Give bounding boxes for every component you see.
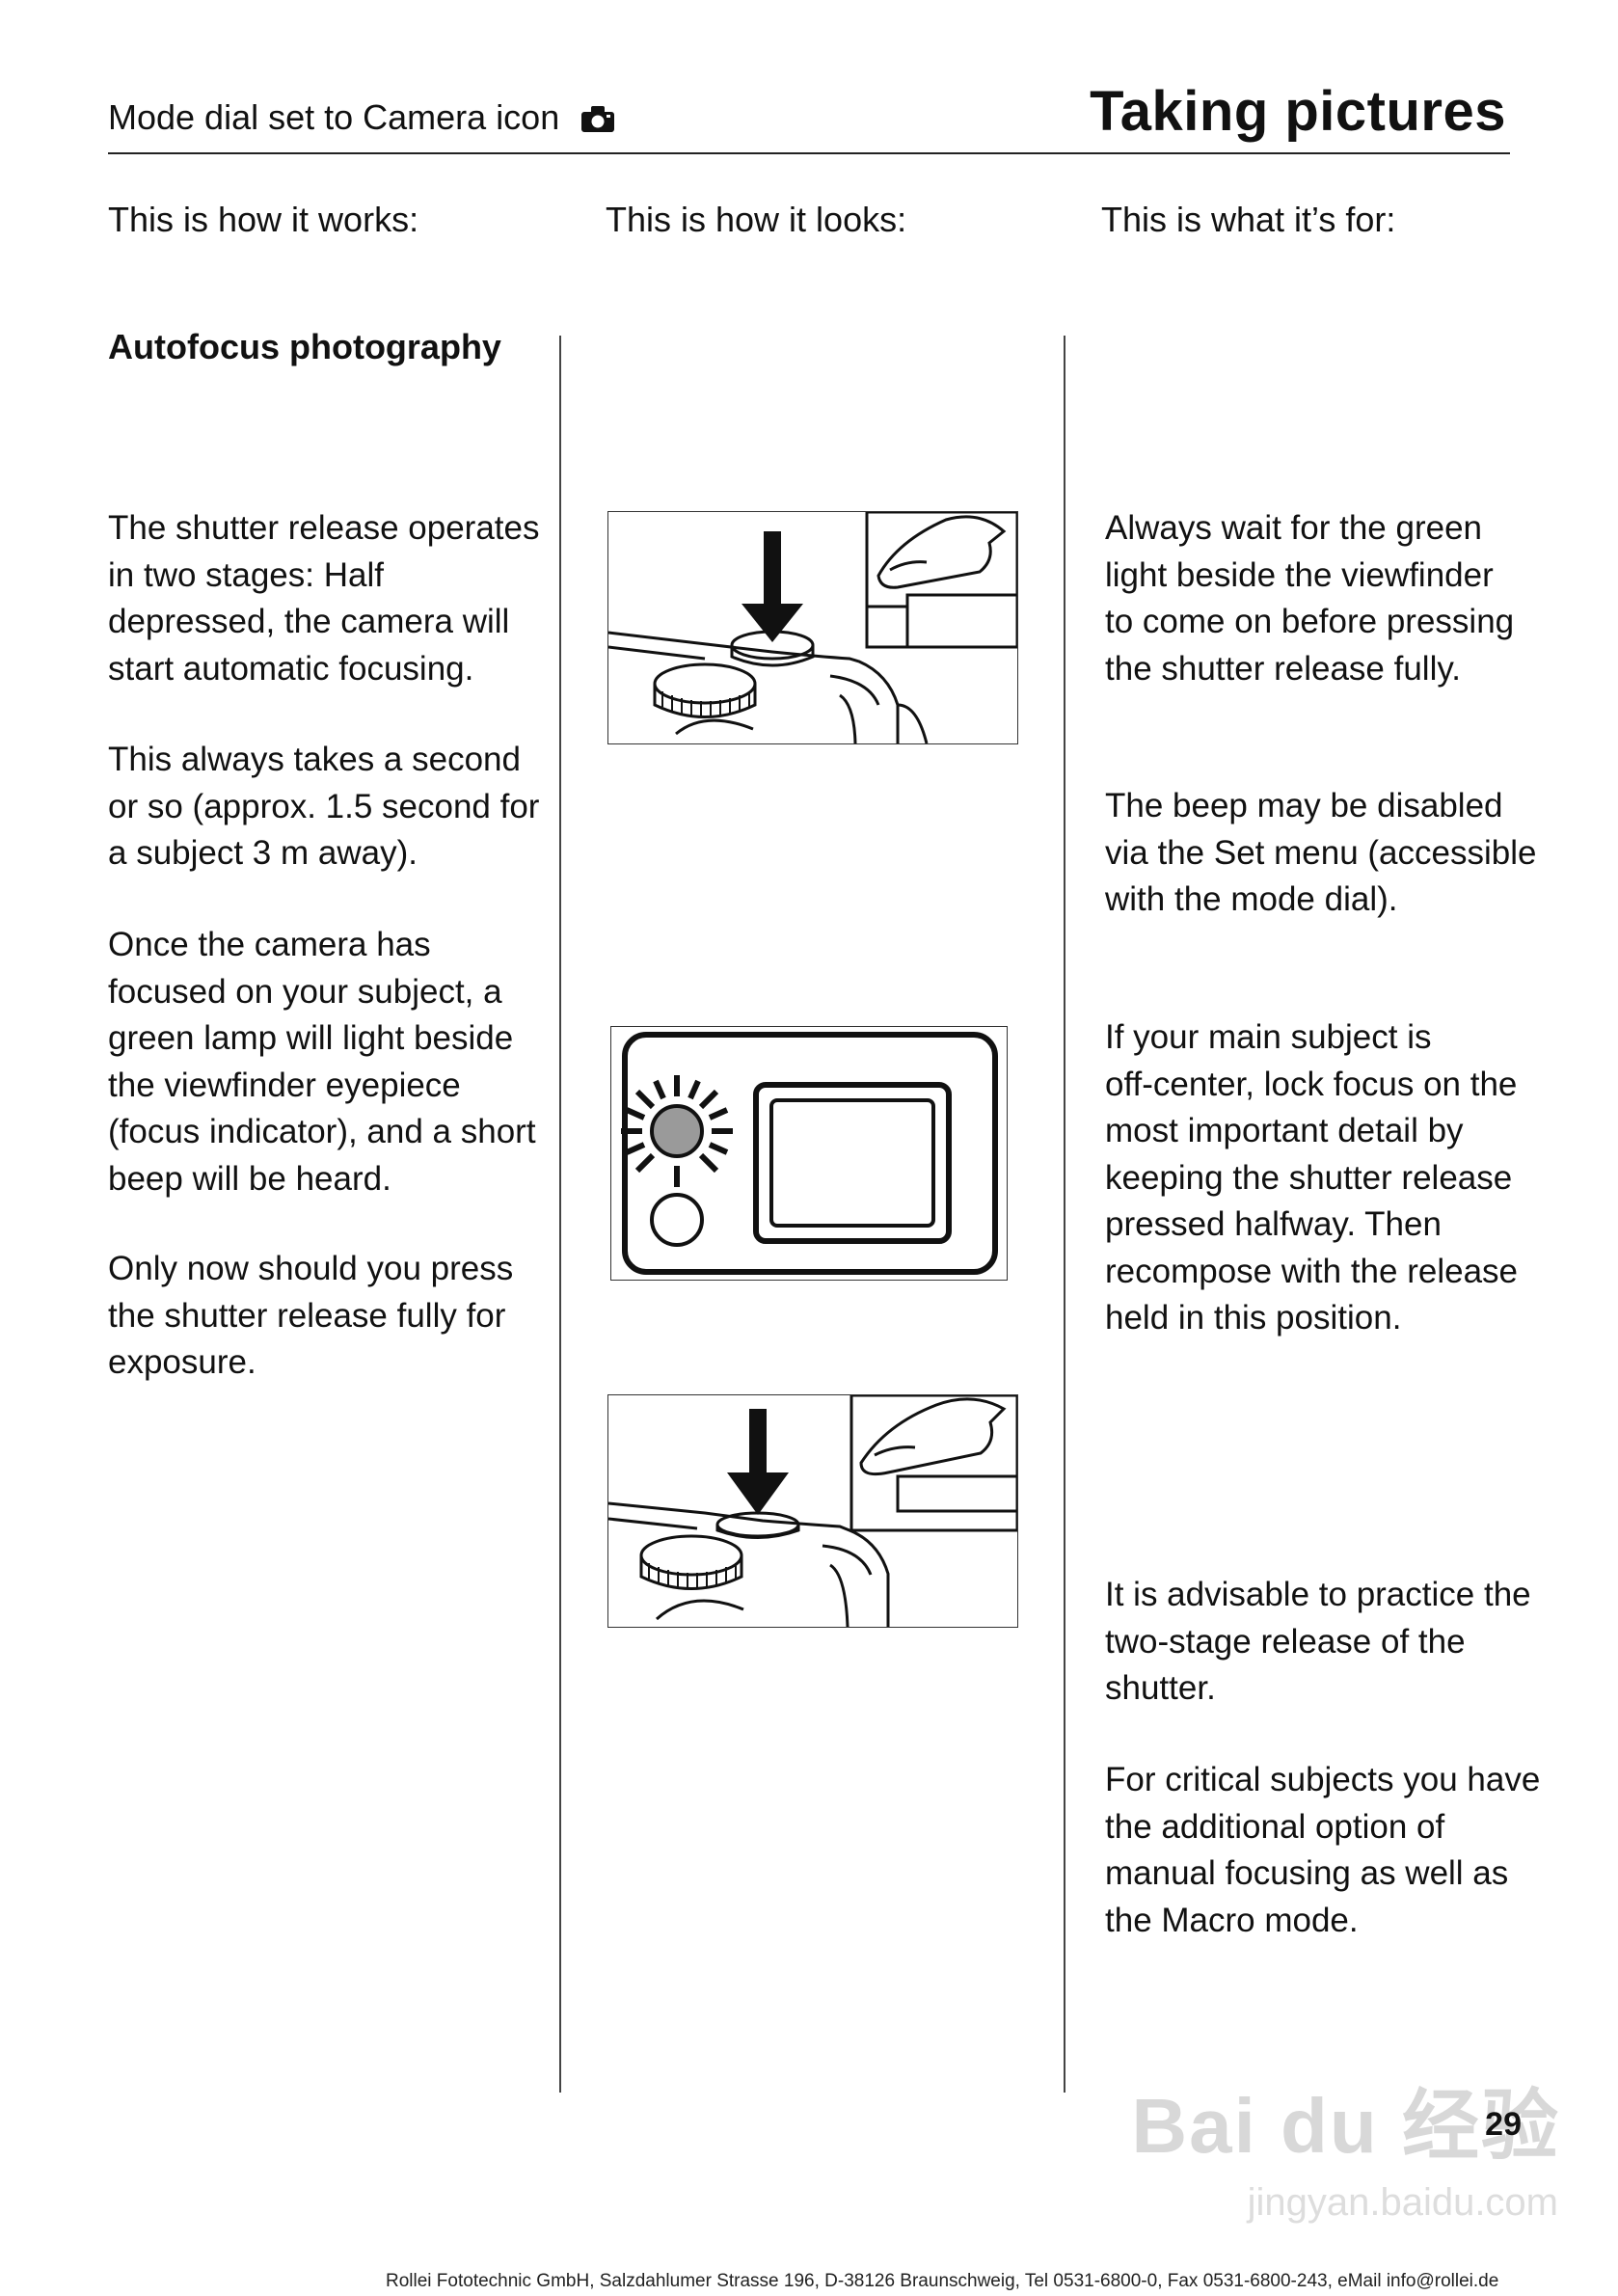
page-number: 29 — [1485, 2106, 1522, 2143]
text-line: focused on your subject, a — [108, 972, 502, 1011]
text-line: This always takes a second — [108, 741, 521, 778]
column-divider-left — [559, 336, 561, 2093]
text-line: Once the camera has — [108, 926, 431, 963]
text-line: keeping the shutter release — [1105, 1158, 1513, 1197]
header-subtitle: Mode dial set to Camera icon — [108, 95, 615, 145]
right-paragraph-1: Always wait for the green light beside t… — [1105, 505, 1514, 692]
text-line: with the mode dial). — [1105, 880, 1398, 918]
watermark-brand: Bai du 经验 — [1131, 2083, 1560, 2169]
text-line: (focus indicator), and a short — [108, 1113, 536, 1150]
text-line: For critical subjects you have — [1105, 1761, 1541, 1798]
focus-lamp-icon — [650, 1104, 704, 1158]
text-line: beep will be heard. — [108, 1159, 391, 1198]
text-line: off-center, lock focus on the — [1105, 1065, 1518, 1103]
text-line: most important detail by — [1105, 1112, 1464, 1149]
right-paragraph-4: It is advisable to practice the two-stag… — [1105, 1572, 1531, 1713]
text-line: It is advisable to practice the — [1105, 1576, 1531, 1613]
column-heading-for: This is what it’s for: — [1101, 200, 1396, 239]
right-paragraph-3: If your main subject is off-center, lock… — [1105, 1014, 1518, 1342]
text-line: manual focusing as well as — [1105, 1854, 1509, 1892]
text-line: depressed, the camera will — [108, 603, 510, 640]
section-title: Autofocus photography — [108, 327, 501, 366]
text-line: the shutter release fully for — [108, 1296, 506, 1335]
header-divider — [108, 152, 1510, 154]
text-line: via the Set menu (accessible — [1105, 833, 1537, 872]
column-heading-looks: This is how it looks: — [606, 200, 907, 239]
left-paragraph-2: This always takes a second or so (approx… — [108, 737, 539, 878]
text-line: If your main subject is — [1105, 1018, 1432, 1056]
text-line: held in this position. — [1105, 1299, 1402, 1337]
watermark-url: jingyan.baidu.com — [1247, 2181, 1558, 2224]
text-line: recompose with the release — [1105, 1252, 1518, 1290]
text-line: two-stage release of the — [1105, 1622, 1466, 1661]
text-line: the additional option of — [1105, 1807, 1445, 1846]
text-line: shutter. — [1105, 1669, 1216, 1707]
column-heading-works: This is how it works: — [108, 200, 419, 239]
shutter-full-press-illustration — [607, 1394, 1018, 1628]
camera-icon — [580, 98, 615, 145]
text-line: the viewfinder eyepiece — [108, 1066, 461, 1104]
left-paragraph-1: The shutter release operates in two stag… — [108, 505, 539, 692]
text-line: to come on before pressing — [1105, 603, 1515, 640]
left-paragraph-3: Once the camera has focused on your subj… — [108, 922, 536, 1202]
text-line: in two stages: Half — [108, 555, 384, 594]
text-line: Only now should you press — [108, 1250, 514, 1287]
text-line: green lamp will light beside — [108, 1019, 514, 1057]
left-paragraph-4: Only now should you press the shutter re… — [108, 1246, 513, 1387]
viewfinder-focus-lamp-illustration — [610, 1026, 1008, 1281]
right-paragraph-2: The beep may be disabled via the Set men… — [1105, 783, 1536, 924]
right-paragraph-5: For critical subjects you have the addit… — [1105, 1757, 1540, 1944]
text-line: the Macro mode. — [1105, 1901, 1359, 1939]
column-divider-right — [1064, 336, 1065, 2093]
text-line: exposure. — [108, 1343, 256, 1381]
text-line: pressed halfway. Then — [1105, 1205, 1442, 1243]
shutter-half-press-illustration — [607, 511, 1018, 744]
text-line: The beep may be disabled — [1105, 787, 1503, 824]
text-line: the shutter release fully. — [1105, 649, 1461, 688]
page-title: Taking pictures — [1090, 80, 1506, 143]
header-subtitle-text: Mode dial set to Camera icon — [108, 97, 560, 137]
text-line: a subject 3 m away). — [108, 834, 418, 872]
footer-address: Rollei Fototechnic GmbH, Salzdahlumer St… — [386, 2271, 1499, 2291]
text-line: Always wait for the green — [1105, 509, 1483, 547]
text-line: or so (approx. 1.5 second for — [108, 787, 540, 825]
text-line: start automatic focusing. — [108, 649, 474, 688]
text-line: The shutter release operates — [108, 509, 540, 547]
text-line: light beside the viewfinder — [1105, 555, 1494, 594]
